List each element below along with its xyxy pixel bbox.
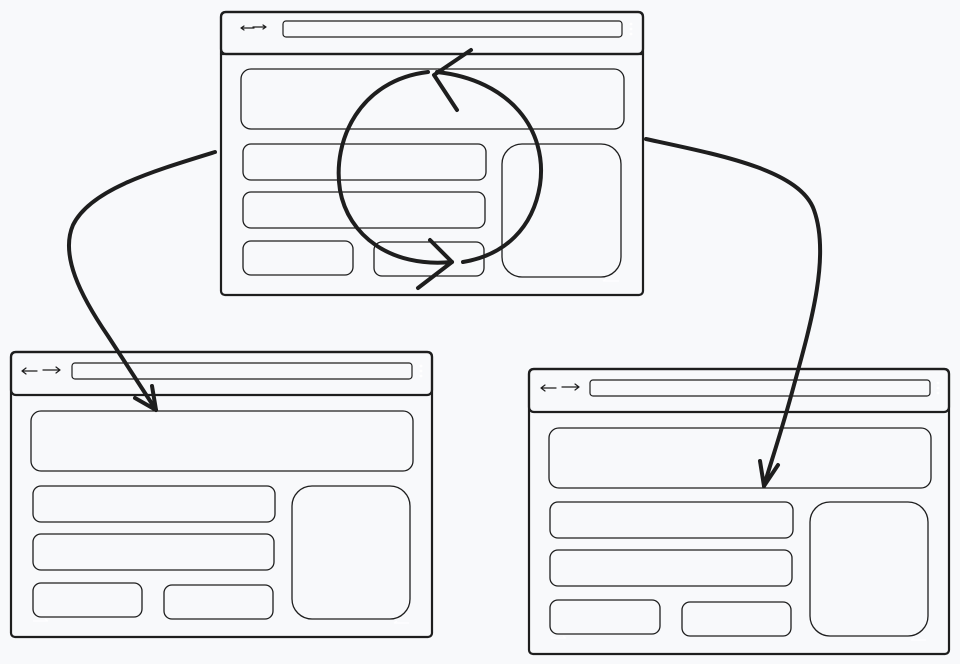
back-forward-arrows-icon (240, 24, 267, 31)
kebab-menu-icon (419, 364, 423, 378)
sync-cycle-icon (336, 48, 544, 290)
content-row (242, 143, 487, 181)
hero-block (30, 410, 414, 472)
corner-hint (551, 635, 567, 639)
content-row (32, 533, 275, 571)
corner-hint (910, 637, 926, 641)
connector-to-right (644, 137, 823, 488)
small-card (681, 601, 792, 637)
corner-hint (33, 618, 49, 622)
hero-block (240, 68, 625, 130)
corner-hint (602, 278, 619, 282)
side-panel (501, 143, 622, 278)
small-card (373, 241, 485, 277)
content-row (549, 501, 794, 539)
back-forward-arrows-icon (21, 366, 61, 375)
connector-to-left (67, 150, 217, 412)
content-row (549, 549, 793, 587)
small-card (32, 582, 143, 618)
small-card (242, 240, 354, 276)
browser-window-left (9, 350, 434, 639)
content-row (32, 485, 276, 523)
content-row (242, 191, 486, 229)
back-forward-arrows-icon (540, 383, 580, 392)
corner-hint (393, 620, 409, 624)
kebab-menu-icon (936, 381, 940, 395)
small-card (163, 584, 274, 620)
browser-header (527, 367, 951, 414)
address-bar (71, 362, 413, 380)
browser-window-right (527, 367, 951, 656)
small-card (549, 599, 661, 635)
browser-header (219, 10, 645, 56)
address-bar (282, 20, 623, 38)
hero-block (548, 427, 932, 489)
kebab-menu-icon (629, 22, 633, 36)
browser-window-source (219, 10, 645, 297)
side-panel (291, 485, 411, 620)
browser-header (9, 350, 434, 397)
address-bar (589, 379, 931, 397)
side-panel (809, 501, 929, 637)
